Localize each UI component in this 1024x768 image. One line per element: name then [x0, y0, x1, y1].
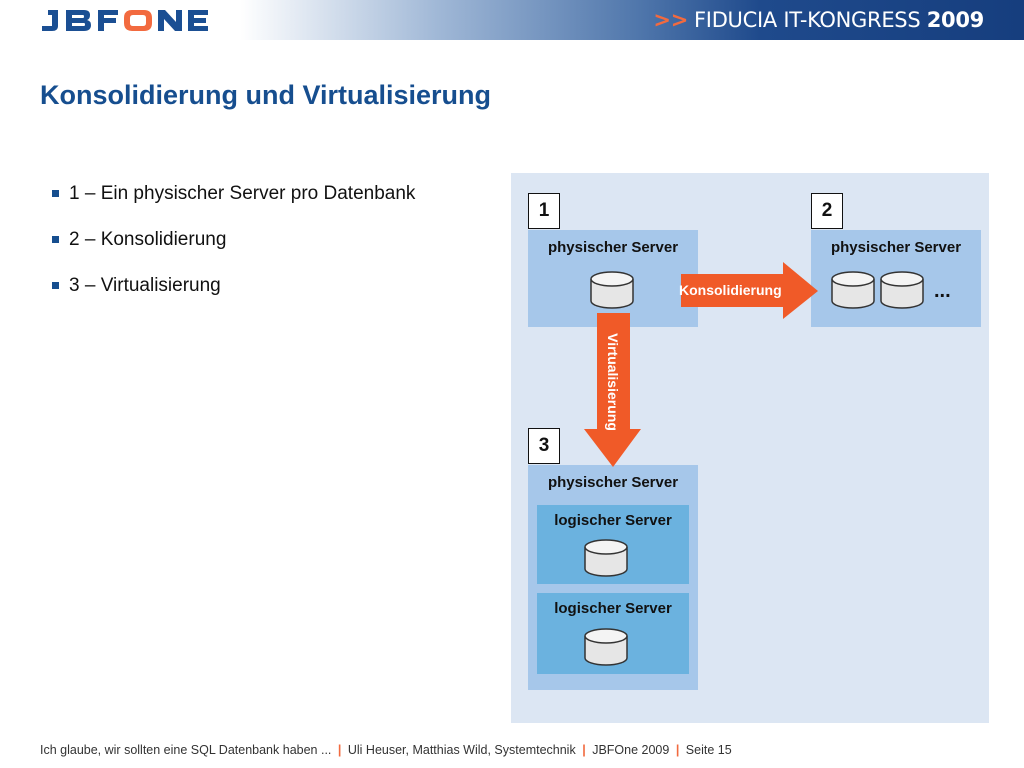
jbfone-logo — [42, 10, 208, 31]
server-title: physischer Server — [830, 239, 962, 256]
bullet-square-icon — [52, 282, 59, 289]
bullet-text: 3 – Virtualisierung — [69, 275, 221, 296]
label-2: 2 — [811, 193, 843, 229]
footer-separator: | — [582, 743, 586, 757]
header-band: >>FIDUCIA IT-KONGRESS 2009 — [0, 0, 1024, 40]
footer-page: Seite 15 — [685, 743, 732, 757]
footer-separator: | — [675, 743, 680, 757]
physical-server-box-1: physischer Server — [528, 230, 698, 327]
label-3: 3 — [528, 428, 560, 464]
logical-server-title: logischer Server — [554, 512, 672, 529]
slide-title: Konsolidierung und Virtualisierung — [40, 80, 492, 110]
footer-company: JBFOne 2009 — [592, 743, 670, 757]
database-icon — [831, 271, 875, 309]
server-title: physischer Server — [547, 239, 679, 256]
database-icon — [880, 271, 924, 309]
arrow-down-icon — [584, 313, 641, 467]
database-icon — [590, 271, 634, 309]
event-banner: >>FIDUCIA IT-KONGRESS 2009 — [653, 8, 984, 32]
server-title: physischer Server — [547, 474, 679, 491]
bullet-text: 1 – Ein physischer Server pro Datenbank — [69, 183, 416, 204]
bullet-square-icon — [52, 236, 59, 243]
event-name: FIDUCIA IT-KONGRESS — [694, 8, 921, 32]
database-icon — [584, 539, 628, 577]
database-icon — [584, 628, 628, 666]
label-1: 1 — [528, 193, 560, 229]
logical-server-title: logischer Server — [554, 600, 672, 617]
footer-authors: Uli Heuser, Matthias Wild, Systemtechnik — [347, 743, 576, 757]
footer: Ich glaube, wir sollten eine SQL Datenba… — [40, 743, 732, 757]
event-year: 2009 — [926, 8, 985, 32]
footer-separator: | — [337, 743, 342, 757]
physical-server-box-2: physischer Server — [811, 230, 981, 327]
bullet-square-icon — [52, 190, 59, 197]
arrow-right-icon — [681, 262, 818, 319]
bullet-text: 2 – Konsolidierung — [69, 229, 227, 250]
footer-text: Ich glaube, wir sollten eine SQL Datenba… — [40, 743, 332, 757]
chevrons: >> — [653, 8, 689, 32]
consolidation-label: Konsolidierung — [679, 282, 782, 298]
more-ellipsis: ... — [934, 280, 951, 302]
virtualization-label: Virtualisierung — [605, 333, 621, 431]
